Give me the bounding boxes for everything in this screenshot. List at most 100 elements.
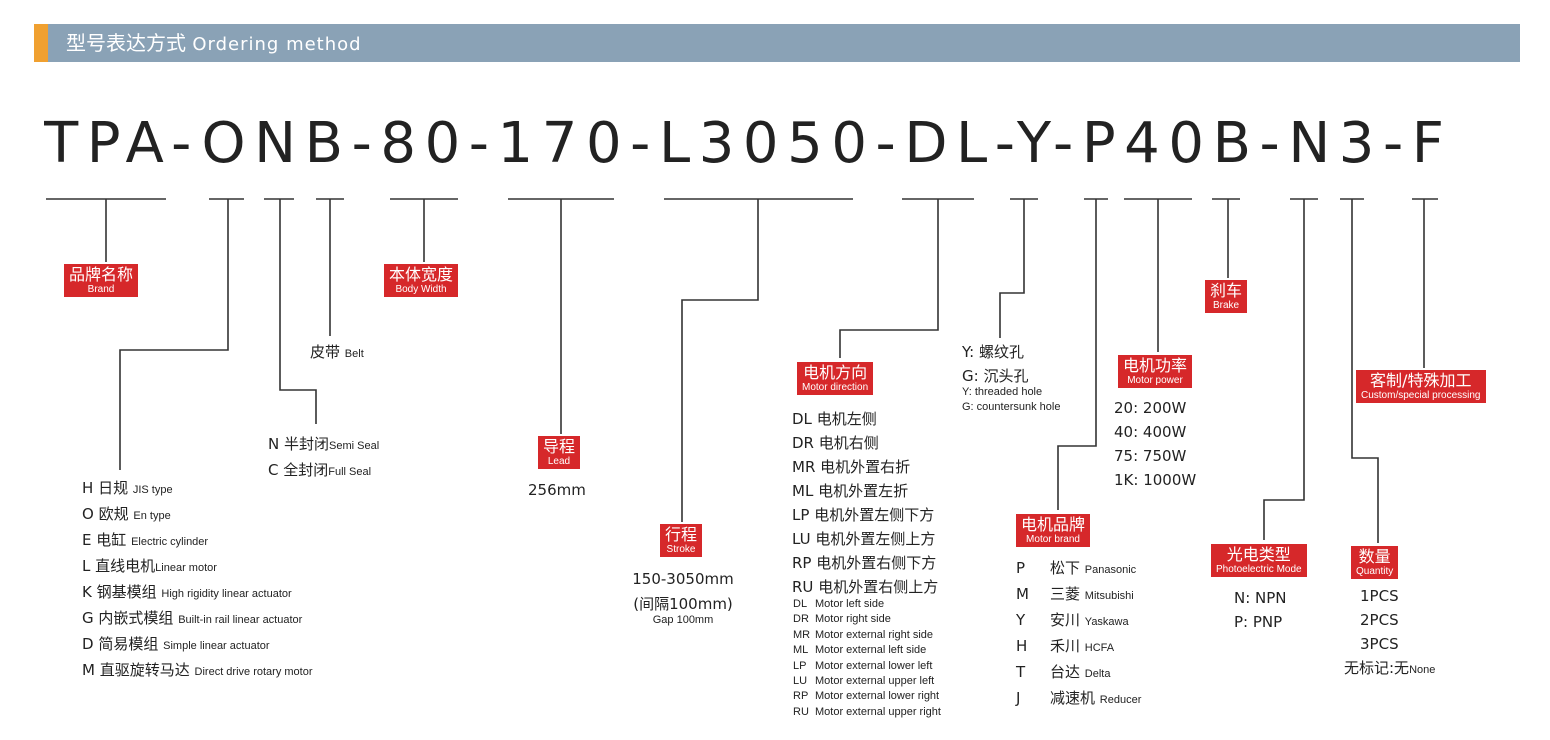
list-item: C 全封闭Full Seal bbox=[268, 458, 379, 484]
label-quantity-en: Quantity bbox=[1356, 566, 1394, 577]
item-code: E bbox=[82, 531, 92, 549]
item-zh: 半封闭 bbox=[284, 435, 330, 453]
item-code: M bbox=[82, 661, 95, 679]
item-zh: 直线电机 bbox=[95, 557, 156, 575]
item-code: G bbox=[82, 609, 94, 627]
item-en: High rigidity linear actuator bbox=[161, 588, 292, 600]
item-zh: 直驱旋转马达 bbox=[99, 661, 190, 679]
item-zh: 减速机 bbox=[1050, 689, 1096, 707]
item-zh: 安川 bbox=[1050, 611, 1081, 629]
item-zh: 电机右侧 bbox=[818, 434, 879, 452]
label-lead: 导程 Lead bbox=[538, 436, 581, 469]
label-photoelectric-zh: 光电类型 bbox=[1226, 545, 1291, 564]
item-code: J bbox=[1016, 689, 1021, 707]
item-zh: 电机外置右折 bbox=[820, 458, 911, 476]
item-code: RP bbox=[792, 554, 812, 572]
label-stroke-en: Stroke bbox=[666, 544, 696, 555]
motor-direction-list: DL 电机左侧 DR 电机右侧 MR 电机外置右折 ML 电机外置左折 LP 电… bbox=[792, 407, 938, 599]
label-quantity-zh: 数量 bbox=[1358, 547, 1391, 566]
list-item: 1K: 1000W bbox=[1114, 471, 1197, 489]
stroke-range: 150-3050mm bbox=[632, 570, 734, 588]
photoelectric-list: N: NPN P: PNP bbox=[1234, 586, 1287, 634]
label-stroke: 行程 Stroke bbox=[660, 524, 703, 557]
list-item: M 直驱旋转马达 Direct drive rotary motor bbox=[82, 658, 313, 684]
list-item: LU 电机外置左侧上方 bbox=[792, 527, 938, 551]
label-custom: 客制/特殊加工 Custom/special processing bbox=[1356, 370, 1486, 403]
item-code: O bbox=[82, 505, 94, 523]
item-en: Electric cylinder bbox=[131, 536, 209, 548]
list-item: DR Motor right side bbox=[793, 612, 941, 627]
item-code: LU bbox=[792, 530, 811, 548]
item-en: Reducer bbox=[1099, 694, 1142, 706]
list-item: O 欧规 En type bbox=[82, 502, 313, 528]
item-en: JIS type bbox=[132, 484, 173, 496]
item-zh: 禾川 bbox=[1050, 637, 1081, 655]
label-motor-direction-zh: 电机方向 bbox=[803, 363, 868, 382]
item-en: Motor external right side bbox=[815, 628, 933, 641]
seal-list: N 半封闭Semi Seal C 全封闭Full Seal bbox=[268, 432, 379, 484]
item-zh: 电机外置右侧下方 bbox=[816, 554, 937, 572]
label-lead-zh: 导程 bbox=[543, 437, 576, 456]
item-zh: 欧规 bbox=[98, 505, 129, 523]
hole-en-2: G: countersunk hole bbox=[962, 401, 1061, 413]
item-zh: 电机外置右侧上方 bbox=[818, 578, 939, 596]
item-code: ML bbox=[793, 644, 809, 657]
list-item: N 半封闭Semi Seal bbox=[268, 432, 379, 458]
label-body-width-zh: 本体宽度 bbox=[389, 265, 454, 284]
item-en: Motor right side bbox=[815, 613, 891, 626]
hole-line-2: G: 沉头孔 bbox=[962, 367, 1029, 385]
item-code: LP bbox=[793, 659, 807, 672]
list-item: 1PCS bbox=[1360, 587, 1399, 605]
item-code: K bbox=[82, 583, 92, 601]
label-custom-zh: 客制/特殊加工 bbox=[1370, 371, 1472, 390]
list-item: J 减速机 Reducer bbox=[1016, 686, 1141, 712]
item-en: Mitsubishi bbox=[1084, 590, 1134, 602]
stroke-gap-en: Gap 100mm bbox=[652, 614, 714, 626]
header-bar bbox=[34, 24, 1520, 62]
list-item: 3PCS bbox=[1360, 635, 1399, 653]
belt-en: Belt bbox=[344, 348, 364, 360]
label-motor-brand-en: Motor brand bbox=[1026, 534, 1080, 545]
item-en: Panasonic bbox=[1084, 564, 1137, 576]
quantity-none: 无标记:无None bbox=[1344, 656, 1435, 682]
item-en: Yaskawa bbox=[1084, 616, 1129, 628]
item-zh: 电机外置左折 bbox=[818, 482, 909, 500]
item-zh: 内嵌式模组 bbox=[98, 609, 174, 627]
header-accent bbox=[34, 24, 48, 62]
lead-value: 256mm bbox=[528, 481, 586, 499]
item-code: ML bbox=[792, 482, 814, 500]
item-code: RU bbox=[793, 705, 809, 718]
page-title: 型号表达方式 Ordering method bbox=[66, 24, 362, 62]
item-zh: 台达 bbox=[1050, 663, 1081, 681]
label-motor-brand-zh: 电机品牌 bbox=[1021, 515, 1086, 534]
list-item: P: PNP bbox=[1234, 613, 1283, 631]
item-en: Motor external lower right bbox=[815, 690, 940, 703]
item-code: DR bbox=[793, 613, 809, 626]
list-item: 2PCS bbox=[1360, 611, 1399, 629]
list-item: E 电缸 Electric cylinder bbox=[82, 528, 313, 554]
item-code: P bbox=[1016, 559, 1026, 577]
label-motor-direction: 电机方向 Motor direction bbox=[797, 362, 874, 395]
item-en: Linear motor bbox=[155, 562, 217, 574]
item-en: Full Seal bbox=[328, 466, 372, 478]
list-item: D 简易模组 Simple linear actuator bbox=[82, 632, 313, 658]
item-zh: 全封闭 bbox=[283, 461, 329, 479]
item-code: MR bbox=[793, 628, 811, 641]
label-photoelectric: 光电类型 Photoelectric Mode bbox=[1211, 544, 1307, 577]
list-item: RU 电机外置右侧上方 bbox=[792, 575, 938, 599]
item-en: Motor external lower left bbox=[815, 659, 933, 672]
label-brake-en: Brake bbox=[1212, 300, 1240, 311]
title-en: Ordering method bbox=[192, 34, 362, 55]
stroke-gap-zh: (间隔100mm) bbox=[633, 595, 733, 613]
item-zh: 松下 bbox=[1050, 559, 1081, 577]
label-motor-power: 电机功率 Motor power bbox=[1118, 355, 1193, 388]
